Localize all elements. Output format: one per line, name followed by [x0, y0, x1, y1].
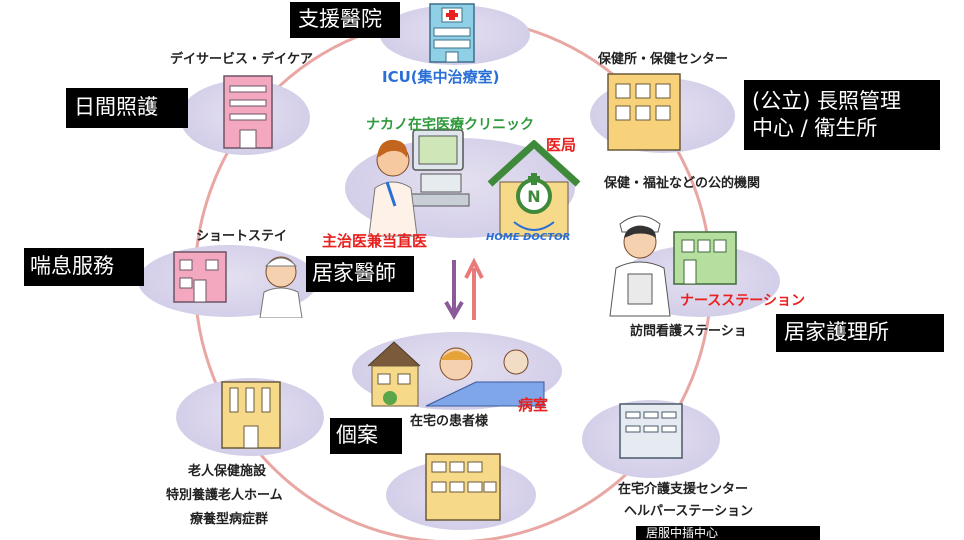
- elderly-facility-building-icon: [221, 381, 281, 449]
- patient-label: 在宅の患者様: [410, 414, 489, 429]
- sickroom-label: 病室: [518, 396, 549, 414]
- respite-service-box: 喘息服務: [24, 248, 144, 286]
- long-term-care-center-box-line-2: 中心 / 衛生所: [752, 116, 878, 141]
- visiting-nurse-label: 訪問看護ステーショ: [630, 324, 747, 339]
- health-center-building-icon: [607, 73, 681, 151]
- clinic-title: ナカノ在宅医療クリニック: [366, 117, 534, 133]
- home-service-center-box: 居服中插中心: [636, 526, 820, 540]
- short-stay-building-icon: [173, 251, 227, 303]
- elderly-facility-line-3: 療養型病症群: [190, 512, 269, 527]
- svg-text:N: N: [527, 187, 540, 206]
- bottom-building-icon: [425, 453, 501, 521]
- health-center-label: 保健所・保健センター: [598, 52, 729, 67]
- home-physician-box: 居家醫師: [306, 256, 414, 292]
- home-doctor-label: HOME DOCTOR: [486, 232, 571, 243]
- home-care-support-building-icon: [619, 403, 683, 459]
- attending-doctor-label: 主治医兼当直医: [322, 232, 428, 250]
- home-nursing-box: 居家護理所: [776, 314, 944, 352]
- doctor-at-desk-icon: [368, 129, 470, 237]
- elderly-facility-line-2: 特別養護老人ホーム: [166, 488, 283, 503]
- day-service-building-icon: [223, 75, 273, 149]
- home-care-support-line-1: 在宅介護支援センター: [618, 482, 749, 497]
- home-care-support-line-2: ヘルパーステーション: [624, 504, 754, 519]
- nurse-icon: [609, 215, 671, 317]
- long-term-care-center-box: (公立) 長照管理 中心 / 衛生所: [744, 80, 940, 150]
- patient-in-bed-icon: [367, 341, 545, 407]
- public-institution-label: 保健・福祉などの公的機関: [604, 176, 761, 191]
- day-service-label: デイサービス・デイケア: [170, 52, 314, 67]
- day-care-box: 日間照護: [66, 88, 188, 128]
- nurse-station-red-label: ナースステーション: [680, 293, 806, 309]
- nurse-station-building-icon: [673, 231, 737, 285]
- caregiver-icon: [259, 256, 303, 318]
- long-term-care-center-box-line-1: (公立) 長照管理: [752, 89, 902, 113]
- short-stay-label: ショートステイ: [196, 229, 288, 244]
- case-box: 個案: [330, 418, 402, 454]
- home-doctor-house-icon: N: [487, 140, 581, 237]
- clinic-office-label: 医局: [546, 136, 577, 154]
- icu-label: ICU(集中治療室): [382, 68, 500, 86]
- two-way-arrows-icon: [444, 258, 484, 321]
- support-hospital-box: 支援醫院: [290, 2, 400, 38]
- hospital-building-icon: [429, 3, 475, 63]
- elderly-facility-line-1: 老人保健施設: [188, 464, 267, 479]
